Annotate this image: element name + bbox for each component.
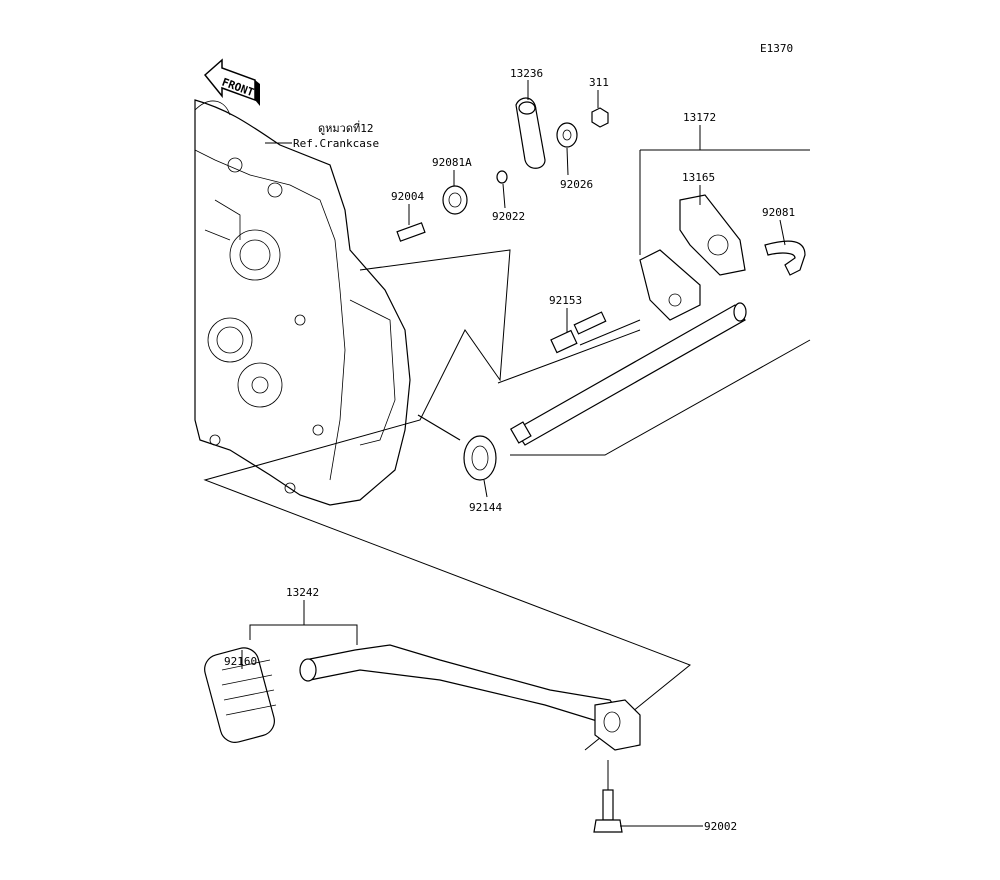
reference-crankcase: Ref.Crankcase (293, 137, 379, 150)
label-13172: 13172 (683, 111, 716, 124)
front-arrow-icon: FRONT (203, 58, 260, 106)
plate-13165 (679, 194, 746, 276)
label-13242: 13242 (286, 586, 319, 599)
label-92026: 92026 (560, 178, 593, 191)
shift-shaft-drawing (509, 249, 747, 446)
label-92004: 92004 (391, 190, 424, 203)
leader-lines (241, 80, 786, 827)
shift-pedal-drawing (204, 644, 641, 833)
label-92022: 92022 (492, 210, 525, 223)
bolt-92153 (550, 311, 607, 354)
assembly-lines (203, 149, 811, 751)
label-92144: 92144 (469, 501, 502, 514)
label-92081: 92081 (762, 206, 795, 219)
label-92160: 92160 (224, 655, 257, 668)
label-92153: 92153 (549, 294, 582, 307)
label-13165: 13165 (682, 171, 715, 184)
reference-thai: ดูหมวดที่12 (318, 120, 373, 135)
label-92081A: 92081A (432, 156, 472, 169)
small-parts (396, 97, 609, 242)
spring-92081 (764, 240, 806, 276)
label-311: 311 (589, 76, 609, 89)
label-92002: 92002 (704, 820, 737, 833)
spring-92144 (417, 414, 497, 481)
crankcase-drawing (194, 99, 411, 506)
label-13236: 13236 (510, 67, 543, 80)
diagram-code: E1370 (760, 42, 793, 55)
